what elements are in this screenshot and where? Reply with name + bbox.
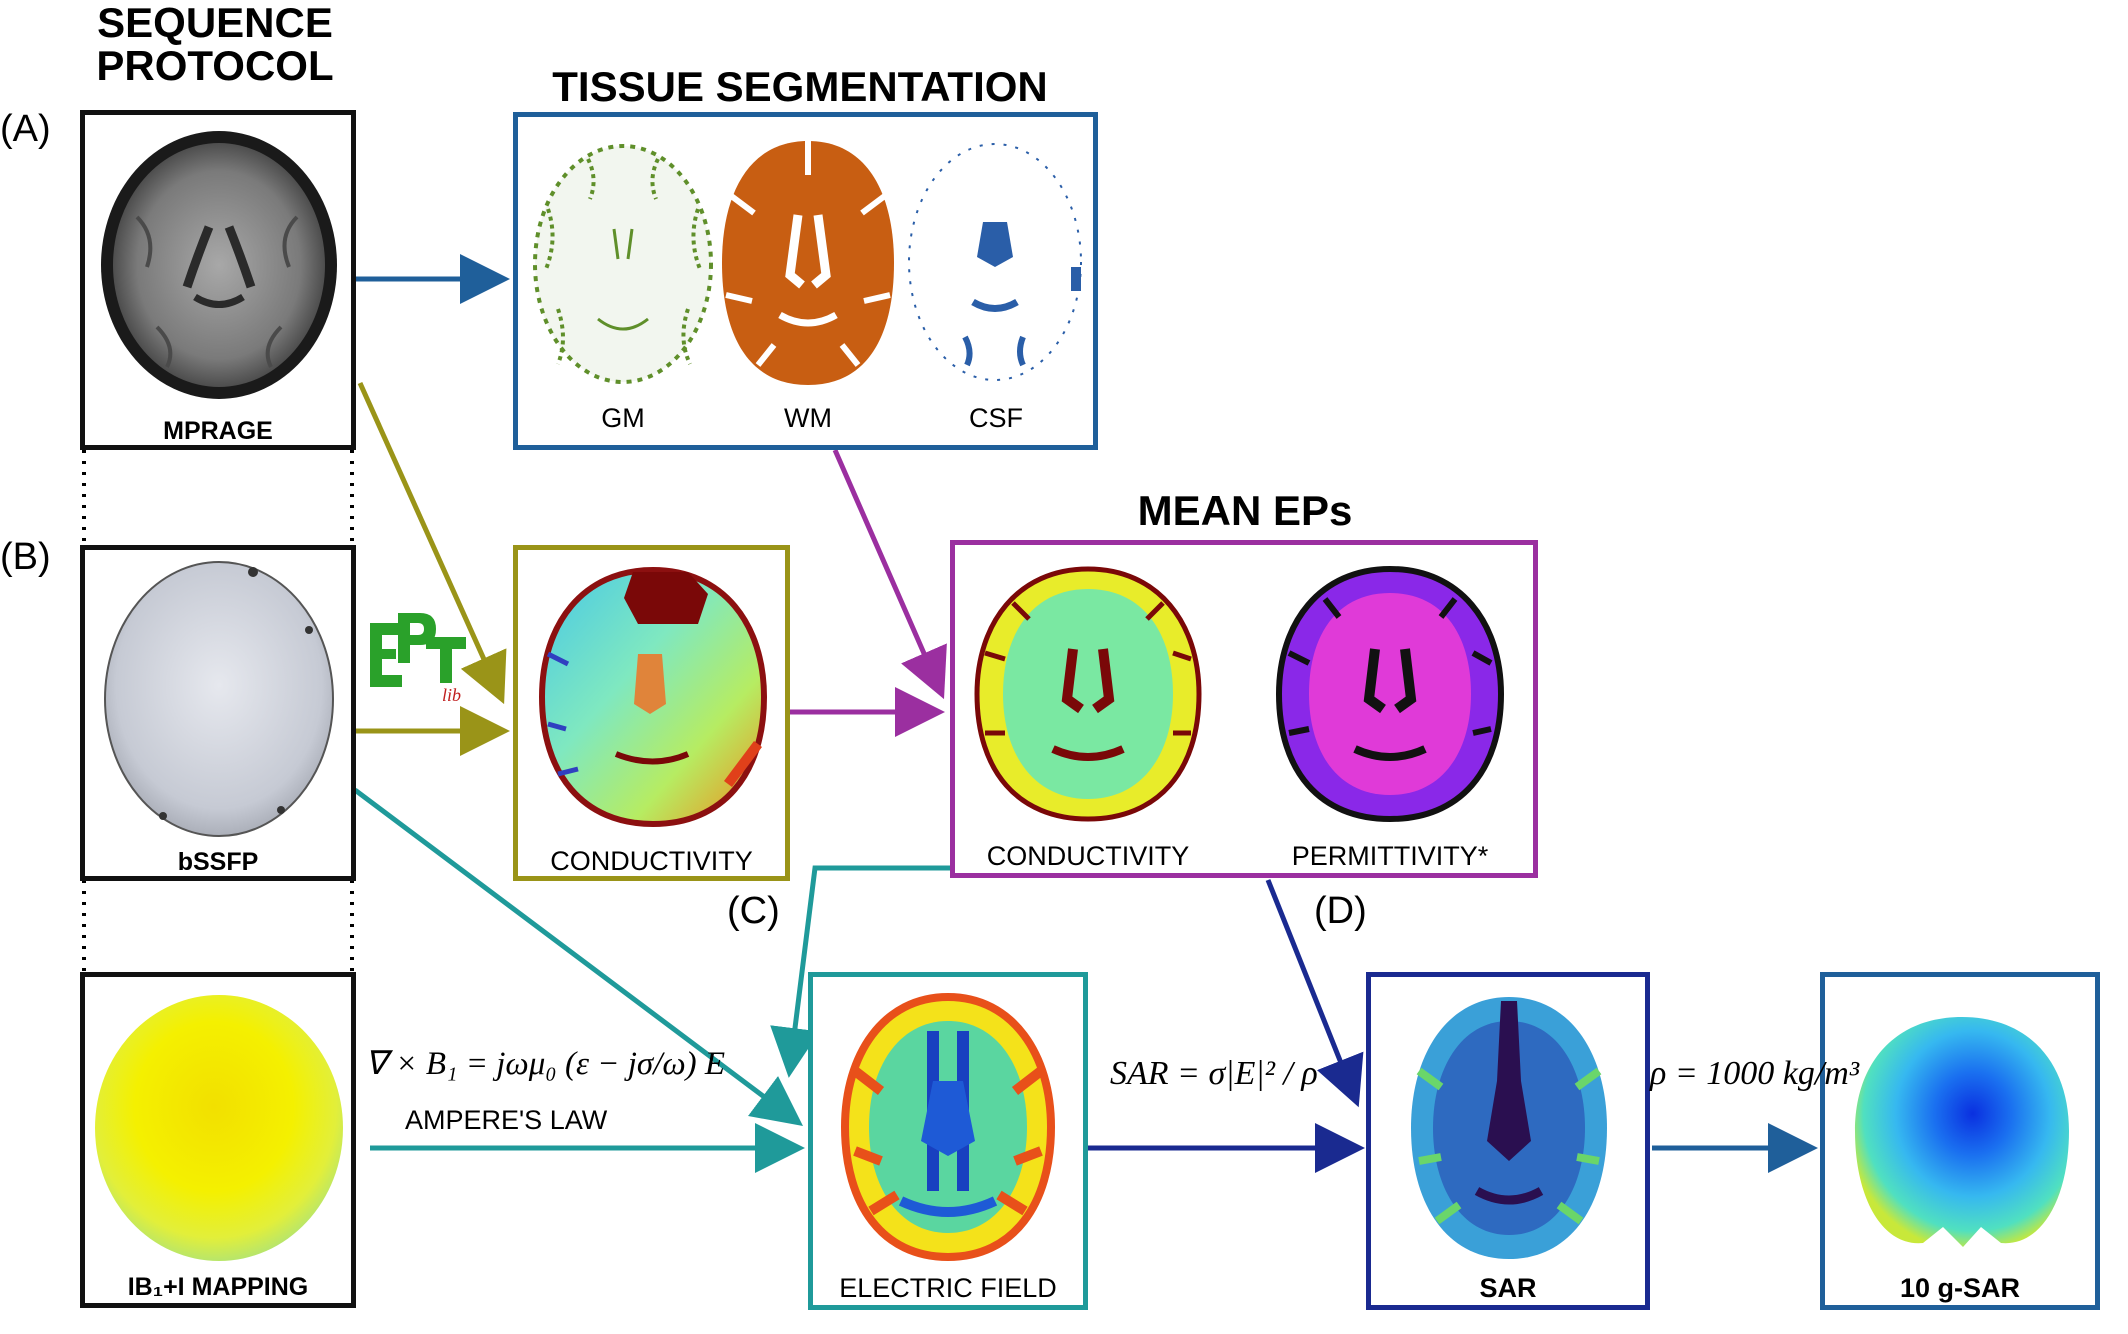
sar-caption: SAR [1479,1273,1537,1303]
mean-permittivity-image [1275,565,1505,823]
wm-segmentation-image [722,141,894,385]
conductivity-panel: CONDUCTIVITY [513,545,790,881]
tissue-segmentation-heading: TISSUE SEGMENTATION [552,63,1048,110]
arrow-bssfp-to-electric-field [353,788,803,1126]
gm-caption: GM [601,403,645,433]
arrow-segmentation-to-mean-eps [832,448,947,700]
b1-mapping-caption: IB₁+I MAPPING [127,1273,309,1301]
svg-text:lib: lib [442,685,461,703]
mprage-brain-image [101,131,337,399]
ampere-law-label: AMPERE'S LAW [405,1105,608,1135]
bssfp-panel: bSSFP [80,545,356,881]
mean-eps-panel: CONDUCTIVITY PERMITTIVITY* [950,540,1538,878]
conductivity-map-image [538,566,768,828]
sequence-protocol-line2: PROTOCOL [96,41,334,89]
sequence-protocol-heading: SEQUENCE PROTOCOL [70,0,360,89]
sar-10g-map-image [1855,1017,2069,1247]
sar-10g-panel: 10 g-SAR [1820,972,2100,1310]
conductivity-raw-caption: CONDUCTIVITY [550,846,753,876]
panel-label-c: (C) [727,890,780,932]
wm-caption: WM [784,403,832,433]
ept-lib-logo-graphic: lib [370,613,466,705]
bssfp-image [104,561,334,837]
b1-mapping-panel: IB₁+I MAPPING [80,972,356,1308]
sar-map-image [1411,997,1607,1259]
electric-field-caption: ELECTRIC FIELD [839,1273,1057,1303]
mean-conductivity-caption: CONDUCTIVITY [986,841,1190,871]
bssfp-caption: bSSFP [177,848,259,876]
density-equation: ρ = 1000 kg/m³ [1650,1055,1860,1092]
csf-caption: CSF [969,403,1023,433]
panel-label-d: (D) [1314,890,1367,932]
panel-label-a: (A) [0,108,51,150]
panel-label-b: (B) [0,536,51,578]
mprage-panel: MPRAGE [80,110,356,450]
tissue-segmentation-panel: GM WM CSF [513,112,1098,450]
sar-10g-caption: 10 g-SAR [1899,1273,2021,1303]
mean-eps-heading: MEAN EPs [1137,487,1353,534]
arrow-mean-eps-to-sar [1265,879,1364,1108]
mean-conductivity-image [974,566,1202,822]
arrow-mean-eps-to-electric-field [770,865,950,1078]
electric-field-panel: ELECTRIC FIELD [808,972,1088,1310]
csf-segmentation-image [908,143,1082,381]
mprage-caption: MPRAGE [163,417,273,445]
arrow-mprage-to-conductivity [357,381,507,705]
sequence-protocol-line1: SEQUENCE [97,0,333,46]
sar-equation: SAR = σ|E|² / ρ [1110,1055,1318,1092]
sar-panel: SAR [1366,972,1650,1310]
electric-field-image [841,992,1055,1262]
permittivity-caption: PERMITTIVITY* [1291,841,1489,871]
gm-segmentation-image [533,144,713,384]
ampere-equation: ∇ × B₁ = jωμ₀ (ε − jσ/ω) E [365,1046,726,1082]
ept-lib-logo: lib [362,603,482,705]
b1-map-image [95,995,343,1261]
